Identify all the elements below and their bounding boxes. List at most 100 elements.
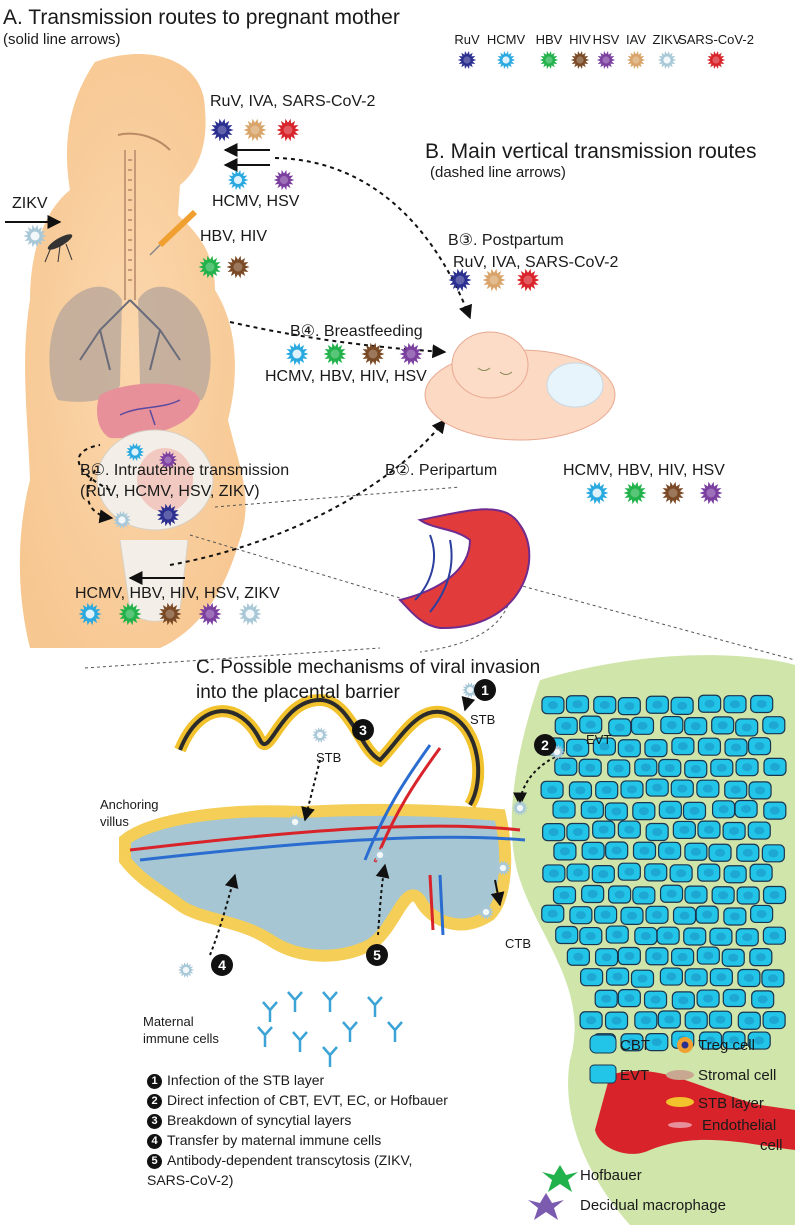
stb-label-1: STB: [470, 712, 496, 727]
virus-hbv-icon: [539, 51, 559, 69]
legend-cbt: CBT: [620, 1037, 650, 1054]
virus-hcmv-icon: [125, 443, 145, 461]
virus-sars-cov-2-icon: [516, 268, 540, 292]
b2-label: B②. Peripartum: [385, 462, 498, 479]
virus-zikv-icon: [494, 860, 512, 876]
virus-zikv-icon: [112, 511, 132, 529]
placenta-slice: [398, 508, 531, 630]
mechanism-number: 3: [147, 1114, 162, 1129]
virus-sars-cov-2-icon: [276, 118, 300, 142]
legend-treg: Treg cell: [698, 1037, 755, 1054]
section-b-title: B. Main vertical transmission routes: [425, 140, 757, 163]
virus-hcmv-icon: [227, 169, 249, 191]
zikv-label: ZIKV: [12, 195, 48, 212]
syringe-icon: [149, 209, 198, 256]
newborn-illustration: [424, 331, 616, 441]
virus-hbv-icon: [623, 481, 647, 505]
mechanism-item-5-continued: SARS-CoV-2): [147, 1172, 234, 1188]
legend-label-hcmv: HCMV: [487, 32, 526, 47]
virus-zikv-icon: [23, 224, 47, 248]
virus-sars-cov-2-icon: [706, 51, 726, 69]
virus-hiv-icon: [158, 602, 182, 626]
section-c-title-2: into the placental barrier: [196, 682, 400, 703]
legend-label-ruv: RuV: [454, 32, 480, 47]
anchoring-villus-label-2: villus: [100, 814, 129, 829]
mechanism-text: Antibody-dependent transcytosis (ZIKV,: [167, 1152, 413, 1168]
virus-zikv-icon: [657, 51, 677, 69]
virus-zikv-icon: [177, 962, 195, 978]
evt-label: EVT: [586, 732, 612, 747]
legend-label-zikv: ZIKV: [653, 32, 682, 47]
virus-iav-icon: [482, 268, 506, 292]
virus-hsv-icon: [399, 342, 423, 366]
legend-stromal: Stromal cell: [698, 1067, 777, 1084]
virus-ruv-icon: [457, 51, 477, 69]
b3-viruses: RuV, IVA, SARS-CoV-2: [453, 254, 619, 271]
b1-label: B①. Intrauterine transmission: [80, 462, 290, 479]
b1-viruses: (RuV, HCMV, HSV, ZIKV): [80, 483, 260, 500]
legend-endothelial-2: cell: [760, 1137, 783, 1154]
mechanism-item-3: 3 Breakdown of syncytial layers: [147, 1112, 351, 1129]
virus-ruv-icon: [448, 268, 472, 292]
legend-stb: STB layer: [698, 1095, 764, 1112]
b4-viruses: HCMV, HBV, HIV, HSV: [265, 368, 427, 385]
respiratory-label: RuV, IVA, SARS-CoV-2: [210, 93, 376, 110]
b4-label: B④. Breastfeeding: [290, 323, 423, 340]
anchoring-villus-label-1: Anchoring: [100, 797, 159, 812]
trophoblast-cell-column: [540, 694, 787, 1052]
b3-label: B③. Postpartum: [448, 232, 564, 249]
mucosal-label: HCMV, HSV: [212, 193, 300, 210]
mosquito-icon: [44, 234, 73, 263]
virus-ruv-icon: [210, 118, 234, 142]
maternal-immune-label-2: immune cells: [143, 1031, 219, 1046]
virus-iav-icon: [626, 51, 646, 69]
virus-zikv-icon: [477, 904, 495, 920]
placental-villus: [119, 693, 526, 962]
virus-ruv-icon: [156, 503, 180, 527]
section-b-subtitle: (dashed line arrows): [430, 164, 566, 181]
virus-zikv-icon: [311, 727, 329, 743]
mechanism-number: 5: [147, 1154, 162, 1169]
virus-hcmv-icon: [496, 51, 516, 69]
legend-label-hbv: HBV: [536, 32, 563, 47]
mechanism-badge-2: 2: [534, 734, 556, 756]
virus-iav-icon: [243, 118, 267, 142]
mechanism-badge-1: 1: [474, 679, 496, 701]
virus-hbv-icon: [198, 255, 222, 279]
virus-hbv-icon: [118, 602, 142, 626]
maternal-immune-label-1: Maternal: [143, 1014, 194, 1029]
section-a-subtitle: (solid line arrows): [3, 31, 121, 48]
mechanism-badge-3: 3: [352, 719, 374, 741]
legend-label-iav: IAV: [626, 32, 646, 47]
mechanism-item-5: 5 Antibody-dependent transcytosis (ZIKV,: [147, 1152, 412, 1169]
virus-zikv-icon: [286, 814, 304, 830]
stb-label-3: STB: [316, 750, 342, 765]
section-a-title: A. Transmission routes to pregnant mothe…: [3, 6, 400, 29]
legend-decidual: Decidual macrophage: [580, 1197, 726, 1214]
mechanism-text: Breakdown of syncytial layers: [167, 1112, 352, 1128]
lungs: [49, 286, 123, 402]
virus-hsv-icon: [273, 169, 295, 191]
antibodies: [257, 991, 403, 1067]
mechanism-text: Infection of the STB layer: [167, 1072, 325, 1088]
virus-hiv-icon: [570, 51, 590, 69]
virus-zikv-icon: [371, 847, 389, 863]
blood-label: HBV, HIV: [200, 228, 267, 245]
legend-label-sars-cov-2: SARS-CoV-2: [678, 32, 754, 47]
liver: [97, 383, 200, 439]
mechanism-number: 2: [147, 1094, 162, 1109]
b2-viruses: HCMV, HBV, HIV, HSV: [563, 462, 725, 479]
legend-endothelial-1: Endothelial: [702, 1117, 777, 1134]
virus-hcmv-icon: [78, 602, 102, 626]
virus-hsv-icon: [699, 481, 723, 505]
virus-hcmv-icon: [585, 481, 609, 505]
virus-hiv-icon: [661, 481, 685, 505]
sexual-label: HCMV, HBV, HIV, HSV, ZIKV: [75, 585, 280, 602]
virus-hsv-icon: [596, 51, 616, 69]
virus-hbv-icon: [323, 342, 347, 366]
